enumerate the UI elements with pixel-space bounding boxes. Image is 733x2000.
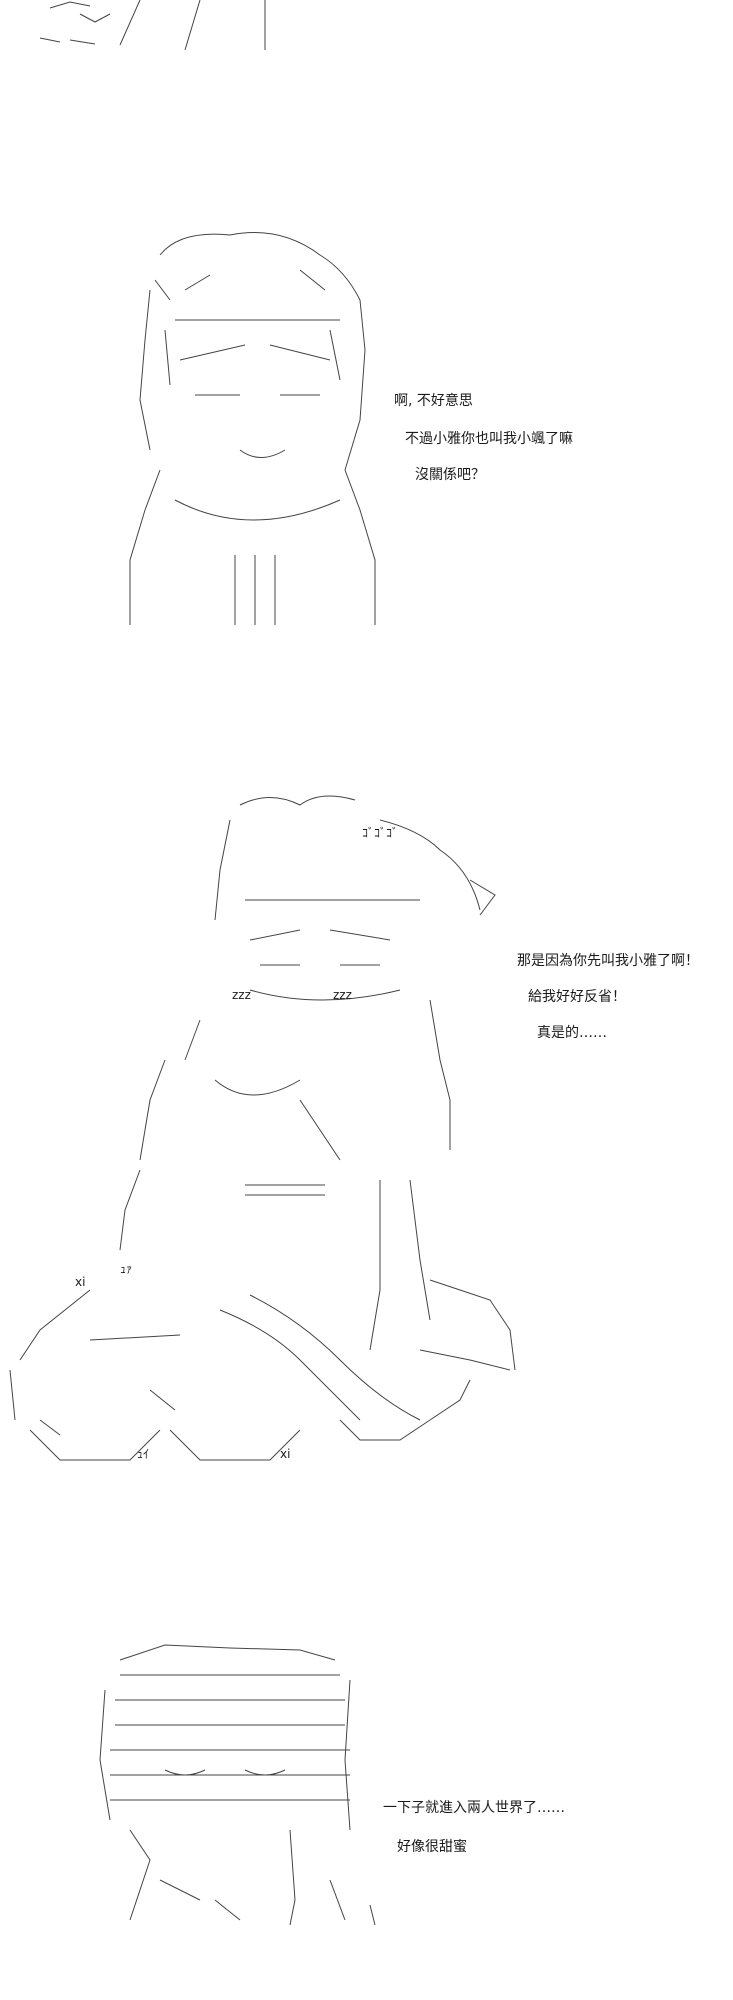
- top-fragment-art: [39, 0, 266, 51]
- dialogue-line: 一下子就進入兩人世界了……: [383, 1800, 565, 1816]
- art-label-zzz-left: zzz: [232, 988, 251, 1002]
- art-label-xi-top: xi: [75, 1275, 86, 1289]
- boy-character-art: [129, 232, 376, 625]
- dialogue-line: 好像很甜蜜: [397, 1839, 467, 1855]
- art-label-ya: ｭｧ: [120, 1262, 133, 1276]
- dialogue-line: 給我好好反省！: [528, 989, 626, 1005]
- art-label-zzz-right: zzz: [333, 988, 352, 1002]
- dialogue-line: 那是因為你先叫我小雅了啊！: [517, 953, 699, 969]
- girls-character-art: [9, 795, 516, 1461]
- art-label-xi-bottom: xi: [280, 1447, 291, 1461]
- couple-character-art: [99, 1644, 376, 1926]
- dialogue-line: 啊, 不好意思: [394, 393, 473, 409]
- art-label-goro: ｺﾞｺﾞｺﾞ: [362, 826, 399, 840]
- art-label-yui: ｭｲ: [137, 1447, 150, 1461]
- dialogue-line: 真是的……: [537, 1025, 607, 1041]
- dialogue-line: 不過小雅你也叫我小颯了嘛: [405, 431, 573, 447]
- dialogue-line: 沒關係吧？: [415, 467, 485, 483]
